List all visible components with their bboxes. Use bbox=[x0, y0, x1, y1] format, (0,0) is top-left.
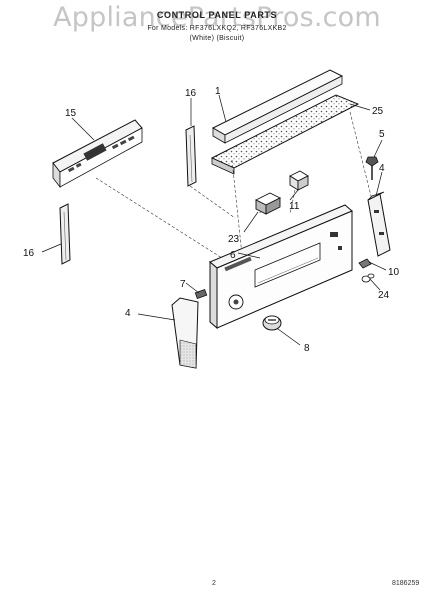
part-end-cap-left[interactable] bbox=[171, 297, 199, 369]
part-retainer[interactable] bbox=[194, 288, 208, 300]
part-trim-strip[interactable] bbox=[211, 69, 344, 144]
part-side-trim-lower[interactable] bbox=[59, 203, 71, 265]
callout-24: 24 bbox=[378, 290, 390, 301]
callout-1: 1 bbox=[215, 86, 221, 97]
callout-23: 23 bbox=[228, 234, 240, 245]
callout-10: 10 bbox=[388, 267, 400, 278]
watermark: AppliancePartsPros.com bbox=[53, 2, 381, 33]
page-number: 2 bbox=[212, 580, 216, 587]
part-spring[interactable] bbox=[361, 273, 375, 283]
part-clip[interactable] bbox=[358, 258, 372, 269]
callout-7: 7 bbox=[180, 279, 186, 290]
part-screw[interactable] bbox=[365, 156, 379, 180]
callout-4-right: 4 bbox=[379, 163, 385, 174]
callout-16-lower: 16 bbox=[23, 248, 35, 259]
callout-6: 6 bbox=[230, 250, 236, 261]
part-switch[interactable] bbox=[254, 192, 282, 215]
callout-8: 8 bbox=[304, 343, 310, 354]
callout-4-left: 4 bbox=[125, 308, 131, 319]
document-number: 8186259 bbox=[392, 580, 420, 587]
part-insulation-strip[interactable] bbox=[210, 94, 360, 175]
callout-5: 5 bbox=[379, 129, 385, 140]
diagram-title: CONTROL PANEL PARTS bbox=[156, 10, 278, 20]
part-end-cap-right[interactable] bbox=[367, 191, 391, 257]
part-relay[interactable] bbox=[289, 170, 309, 191]
part-control-panel[interactable] bbox=[209, 204, 353, 330]
callout-25: 25 bbox=[372, 106, 384, 117]
model-list: For Models: RF376LXKQ2, RF376LXKB2 bbox=[147, 25, 287, 32]
part-side-trim-upper[interactable] bbox=[185, 125, 197, 187]
callout-leaders bbox=[41, 94, 387, 346]
callout-11: 11 bbox=[289, 201, 300, 212]
callout-15: 15 bbox=[65, 108, 77, 119]
part-knob[interactable] bbox=[262, 315, 282, 331]
color-variants: (White) (Biscuit) bbox=[189, 35, 245, 42]
part-control-overlay[interactable] bbox=[52, 119, 143, 189]
callout-16-upper: 16 bbox=[185, 88, 197, 99]
